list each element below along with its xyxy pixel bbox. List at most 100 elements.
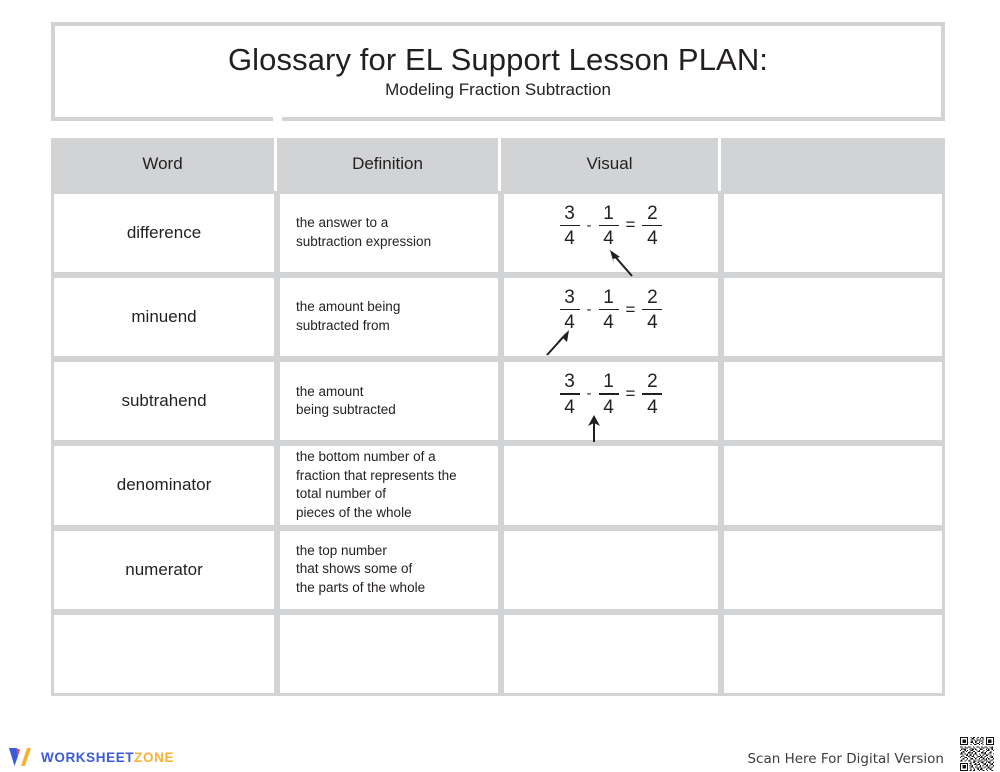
table-row: subtrahend the amount being subtracted 3… [51, 359, 945, 443]
word-term: difference [126, 222, 202, 242]
cell-visual: 3 4 - 1 4 = 2 [501, 359, 721, 443]
column-header-extra [721, 138, 945, 191]
subtrahend-numerator: 1 [603, 286, 614, 308]
worksheet-zone-logo-icon [9, 748, 31, 766]
scan-instruction-text: Scan Here For Digital Version [747, 751, 944, 767]
word-term: subtrahend [121, 391, 207, 411]
column-header-definition: Definition [277, 138, 501, 191]
subtrahend-denominator: 4 [603, 228, 614, 250]
cell-word: difference [51, 191, 277, 275]
fraction-expression: 3 4 - 1 4 = 2 [504, 362, 718, 443]
worksheet-zone-logo[interactable]: WORKSHEETZONE [8, 746, 174, 768]
cell-visual [501, 612, 721, 696]
fraction-bar [598, 393, 619, 395]
fraction-expression: 3 4 - 1 4 = 2 [504, 278, 718, 356]
cell-visual: 3 4 - 1 4 = 2 [501, 275, 721, 359]
table-row: minuend the amount being subtracted from… [51, 275, 945, 359]
qr-code-icon[interactable] [960, 737, 994, 771]
fraction-bar [598, 308, 619, 311]
fraction-subtrahend: 1 4 [598, 372, 619, 418]
table-row [51, 612, 945, 696]
result-numerator: 2 [647, 371, 658, 393]
cell-definition: the amount being subtracted [277, 359, 501, 443]
cell-visual: 3 4 - 1 4 = 2 [501, 191, 721, 277]
page-title: Glossary for EL Support Lesson PLAN: [227, 42, 769, 78]
definition-text: the top number that shows some of the pa… [296, 542, 426, 595]
cell-extra [721, 359, 945, 443]
minuend-denominator: 4 [564, 396, 575, 418]
word-term: minuend [131, 306, 197, 326]
logo-text-zone: ZONE [134, 749, 175, 765]
subtrahend-denominator: 4 [603, 312, 614, 334]
definition-text: the amount being subtracted [296, 383, 396, 418]
fraction-bar [642, 224, 663, 227]
fraction-bar [642, 308, 663, 311]
equals-operator: = [625, 383, 636, 403]
cell-word: minuend [51, 275, 277, 359]
cell-word: denominator [51, 443, 277, 527]
table-row: difference the answer to a subtraction e… [51, 191, 945, 277]
equals-operator: = [625, 299, 636, 319]
cell-extra [721, 528, 945, 612]
definition-text: the bottom number of a fraction that rep… [296, 449, 457, 521]
table-header-row: Word Definition Visual [51, 138, 945, 191]
fraction-subtrahend: 1 4 [598, 202, 619, 250]
arrow-pointing-to-result [610, 249, 633, 277]
column-header-visual-label: Visual [586, 154, 633, 174]
subtrahend-denominator: 4 [603, 396, 614, 418]
cell-extra [721, 275, 945, 359]
table-row: denominator the bottom number of a fract… [51, 443, 945, 527]
cell-definition: the amount being subtracted from [277, 275, 501, 359]
column-header-word: Word [51, 138, 277, 191]
fraction-minuend: 3 4 [559, 371, 580, 418]
cell-definition: the top number that shows some of the pa… [277, 528, 501, 612]
minus-operator: - [586, 385, 592, 403]
definition-text: the answer to a subtraction expression [296, 215, 432, 249]
cell-word: subtrahend [51, 359, 277, 443]
arrow-pointing-to-subtrahend [588, 415, 600, 443]
word-term: denominator [116, 475, 212, 495]
result-denominator: 4 [647, 228, 658, 250]
column-header-definition-label: Definition [352, 154, 423, 174]
minuend-denominator: 4 [564, 312, 575, 334]
fraction-result: 2 4 [642, 202, 663, 250]
fraction-bar [559, 393, 580, 395]
fraction-bar [559, 308, 580, 311]
cell-definition: the answer to a subtraction expression [277, 191, 501, 275]
cell-word [51, 612, 277, 696]
definition-text: the amount being subtracted from [296, 299, 401, 333]
fraction-minuend: 3 4 [559, 204, 580, 250]
minuend-numerator: 3 [564, 371, 575, 393]
minuend-denominator: 4 [564, 228, 575, 250]
cell-extra [721, 443, 945, 527]
fraction-subtrahend: 1 4 [598, 286, 619, 334]
result-numerator: 2 [647, 202, 658, 224]
column-header-word-label: Word [142, 154, 183, 174]
cell-definition [277, 612, 501, 696]
logo-text-worksheet: WORKSHEET [41, 749, 135, 765]
logo-wordmark: WORKSHEETZONE [41, 750, 174, 765]
fraction-bar [642, 393, 663, 395]
fraction-minuend: 3 4 [559, 288, 580, 334]
cell-extra [721, 191, 945, 275]
result-numerator: 2 [647, 286, 658, 308]
cell-extra [721, 612, 945, 696]
result-denominator: 4 [647, 312, 658, 334]
fraction-expression: 3 4 - 1 4 = 2 [504, 194, 718, 277]
worksheet-title-box: Glossary for EL Support Lesson PLAN: Mod… [51, 22, 945, 121]
fraction-result: 2 4 [642, 286, 663, 334]
title-box-border-gap [273, 117, 282, 123]
cell-word: numerator [51, 528, 277, 612]
fraction-result: 2 4 [642, 371, 663, 418]
column-header-visual: Visual [501, 138, 721, 191]
cell-visual [501, 443, 721, 527]
page-subtitle: Modeling Fraction Subtraction [385, 80, 611, 100]
fraction-bar [559, 224, 580, 227]
word-term: numerator [125, 559, 203, 579]
equals-operator: = [625, 215, 636, 235]
minus-operator: - [586, 216, 592, 234]
fraction-bar [598, 224, 619, 227]
result-denominator: 4 [647, 396, 658, 418]
cell-visual [501, 528, 721, 612]
subtrahend-numerator: 1 [603, 202, 614, 224]
